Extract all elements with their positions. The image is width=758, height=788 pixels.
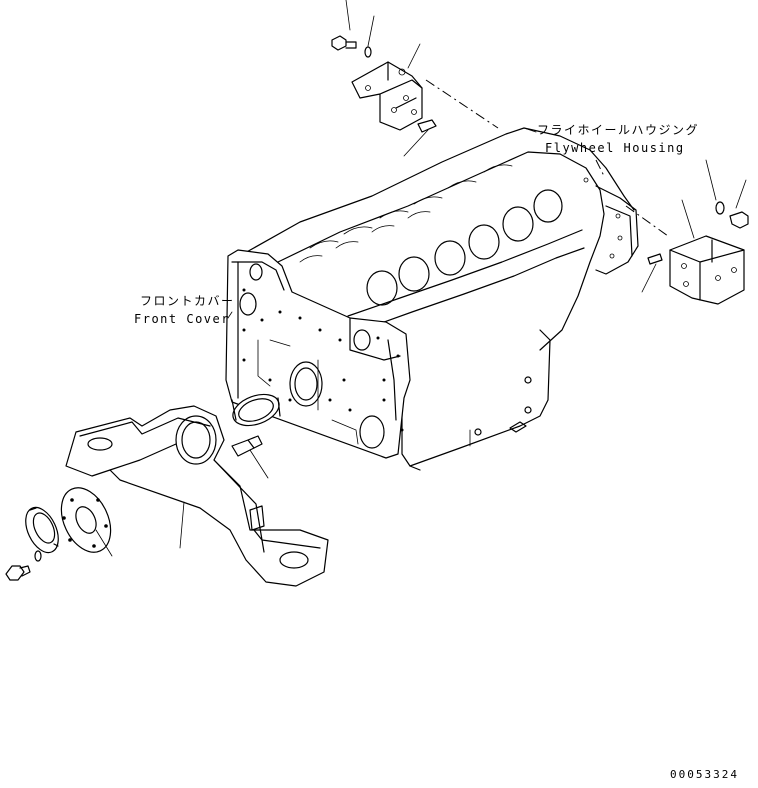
front-cover-label-en: Front Cover (134, 312, 230, 326)
engine-block (235, 127, 635, 471)
rear-bracket-top (331, 35, 437, 133)
centerlines (425, 79, 669, 237)
front-cover-label-jp: フロントカバー (140, 294, 235, 308)
breather-fitting (231, 435, 263, 457)
front-bolt (5, 550, 42, 581)
seal-ring (231, 393, 281, 427)
flywheel-housing-label-jp: フライホイールハウジング (537, 123, 700, 137)
flywheel-housing (583, 177, 639, 275)
leader-lines (95, 0, 747, 557)
front-cover (225, 249, 411, 459)
damper-plate (60, 487, 112, 553)
rear-bracket-right (647, 201, 749, 305)
flywheel-housing-label-en: Flywheel Housing (545, 141, 685, 155)
front-support (65, 405, 329, 587)
retainer-cap (25, 506, 59, 554)
drawing-code: 00053324 (670, 768, 739, 781)
